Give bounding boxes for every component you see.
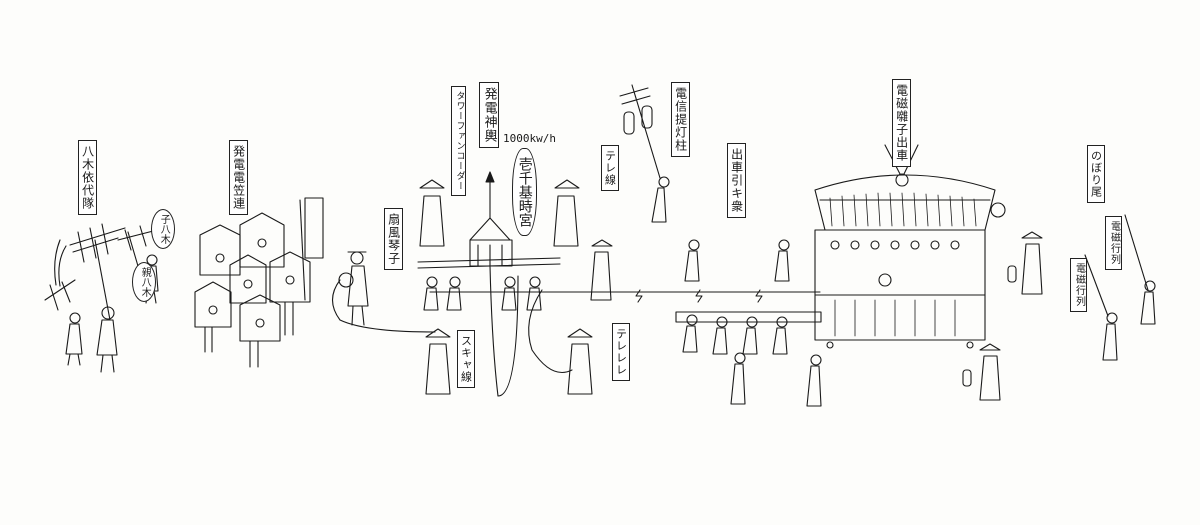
pullers <box>682 239 822 407</box>
label-hachiboku: 八木依代隊 <box>78 140 97 215</box>
lantern-pole <box>619 84 670 223</box>
label-tereretore: テレレレ <box>612 323 630 381</box>
bubble-kohachiboku: 子八木 <box>151 209 175 249</box>
dashi-float <box>814 144 1006 349</box>
label-hatsuden-mikoshi: 発電神輿 <box>479 82 499 148</box>
mikoshi <box>417 171 580 397</box>
label-nobori: のぼり尾 <box>1087 145 1105 203</box>
label-hatsuden-kasa: 発電電笠連 <box>229 140 248 215</box>
label-denji-gyoretsu-b: 電磁行列 <box>1105 216 1122 270</box>
label-denji-gyoretsu-a: 電磁行列 <box>1070 258 1087 312</box>
label-denshin: 電信提灯柱 <box>671 82 690 157</box>
label-tower-fan: タワーファンコーダー <box>451 86 467 196</box>
label-sukyawa: スキャ線 <box>457 330 475 388</box>
label-ichisen: 壱千基時宮 <box>512 148 537 236</box>
bubble-oyahachiboku: 親八木 <box>132 262 156 302</box>
right-figures <box>962 214 1156 401</box>
antenna-group <box>44 223 166 373</box>
label-kilowatt: 1000kw/h <box>503 132 556 145</box>
tv-line-figures <box>425 239 613 395</box>
kasa-group <box>194 197 324 368</box>
label-senpu: 扇風琴子 <box>384 208 403 270</box>
label-terebi: テレ線 <box>601 145 619 191</box>
senpu-player <box>331 251 436 333</box>
label-denji-dashi: 電磁囃子出車 <box>892 79 911 167</box>
label-dashi: 出車引キ衆 <box>727 143 746 218</box>
tow-rope <box>429 289 822 323</box>
